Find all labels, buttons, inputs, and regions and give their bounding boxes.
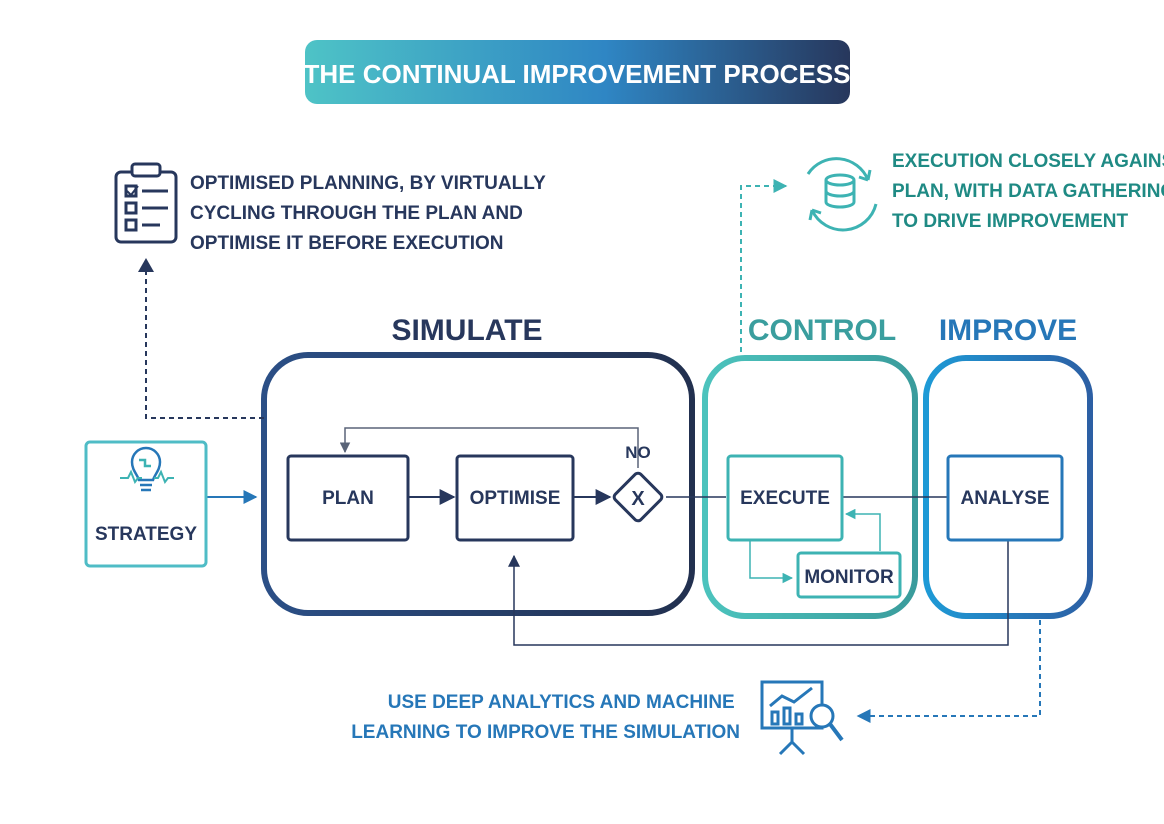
analyse-node: ANALYSE — [946, 454, 1064, 542]
simulate-phase-box — [261, 352, 695, 616]
svg-text:USE DEEP ANALYTICS AND MACHINE: USE DEEP ANALYTICS AND MACHINE LEARNING … — [351, 692, 740, 743]
clipboard-checklist-icon — [114, 162, 178, 244]
execute-label: EXECUTE — [740, 488, 830, 509]
improve-note-line: USE DEEP ANALYTICS AND MACHINE — [388, 692, 735, 713]
page-title: THE CONTINUAL IMPROVEMENT PROCESS — [303, 59, 850, 89]
improve-note-line: LEARNING TO IMPROVE THE SIMULATION — [351, 722, 740, 743]
analytics-presentation-icon — [760, 680, 844, 756]
control-note-line: TO DRIVE IMPROVEMENT — [892, 211, 1129, 232]
brain-lightbulb-icon — [120, 446, 174, 492]
execute-node: EXECUTE — [726, 454, 844, 542]
control-note-line: EXECUTION CLOSELY AGAINST — [892, 151, 1164, 172]
control-note-line: PLAN, WITH DATA GATHERING — [892, 181, 1164, 202]
decision-no-label: NO — [625, 443, 651, 462]
plan-node: PLAN — [286, 454, 410, 542]
decision-node: NO X — [612, 443, 664, 523]
phase-label-simulate: SIMULATE — [391, 314, 542, 347]
triangle-icon — [138, 258, 154, 272]
strategy-node: STRATEGY — [84, 440, 208, 568]
strategy-label: STRATEGY — [95, 524, 197, 545]
decision-label: X — [631, 488, 645, 510]
phase-label-improve: IMPROVE — [939, 314, 1077, 347]
simulate-note-line: OPTIMISE IT BEFORE EXECUTION — [190, 233, 504, 254]
arrow-analyse-optimise — [508, 541, 1009, 646]
control-note: EXECUTION CLOSELY AGAINST PLAN, WITH DAT… — [806, 151, 1164, 232]
monitor-node: MONITOR — [796, 551, 902, 599]
arrow-execute-monitor — [749, 541, 794, 584]
optimise-node: OPTIMISE — [455, 454, 575, 542]
title-banner: THE CONTINUAL IMPROVEMENT PROCESS — [303, 40, 851, 104]
simulate-note: OPTIMISED PLANNING, BY VIRTUALLY CYCLING… — [114, 162, 551, 254]
svg-text:OPTIMISED PLANNING, BY VIRTUAL: OPTIMISED PLANNING, BY VIRTUALLY CYCLING… — [190, 173, 551, 254]
simulate-note-line: CYCLING THROUGH THE PLAN AND — [190, 203, 523, 224]
optimise-label: OPTIMISE — [470, 488, 561, 509]
dashed-link-improve-note — [856, 620, 1041, 723]
svg-text:EXECUTION CLOSELY AGAINST: EXECUTION CLOSELY AGAINST PLAN, WITH DAT… — [892, 151, 1164, 232]
dashed-link-strategy-note — [145, 262, 264, 419]
database-cycle-icon — [806, 157, 878, 232]
monitor-label: MONITOR — [804, 567, 894, 588]
dashed-link-control-note — [740, 179, 788, 352]
simulate-note-line: OPTIMISED PLANNING, BY VIRTUALLY — [190, 173, 546, 194]
improve-note: USE DEEP ANALYTICS AND MACHINE LEARNING … — [351, 680, 844, 756]
analyse-label: ANALYSE — [960, 488, 1049, 509]
control-phase-box — [702, 355, 918, 619]
arrow-monitor-execute — [844, 508, 881, 551]
arrow-decision-loop-back — [339, 427, 639, 468]
phase-label-control: CONTROL — [748, 314, 896, 347]
plan-label: PLAN — [322, 488, 374, 509]
